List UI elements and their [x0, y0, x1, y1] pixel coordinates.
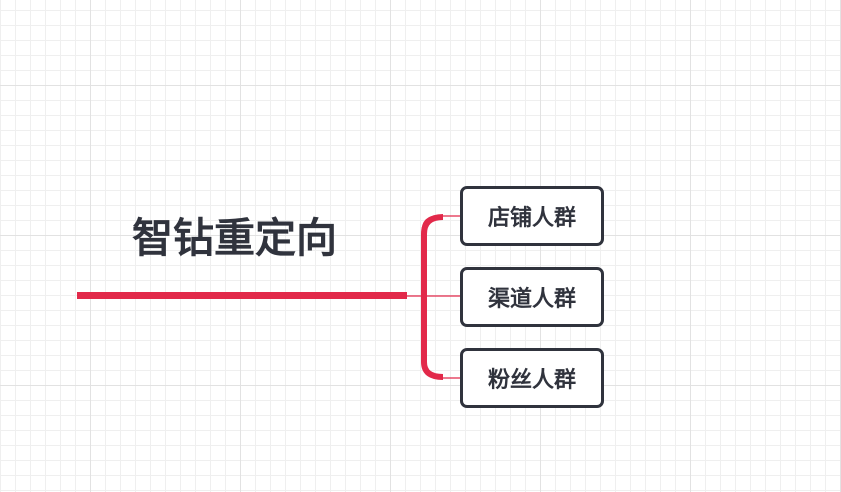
child-topic-shop-audience[interactable]: 店铺人群: [460, 186, 604, 246]
child-topic-fan-audience[interactable]: 粉丝人群: [460, 348, 604, 408]
child-topic-label: 粉丝人群: [487, 368, 576, 393]
root-topic-underline: [77, 292, 407, 299]
child-topic-channel-audience[interactable]: 渠道人群: [460, 267, 604, 327]
child-topic-label: 渠道人群: [487, 287, 576, 312]
root-topic-label[interactable]: 智钻重定向: [132, 214, 337, 262]
child-topic-label: 店铺人群: [487, 206, 576, 231]
